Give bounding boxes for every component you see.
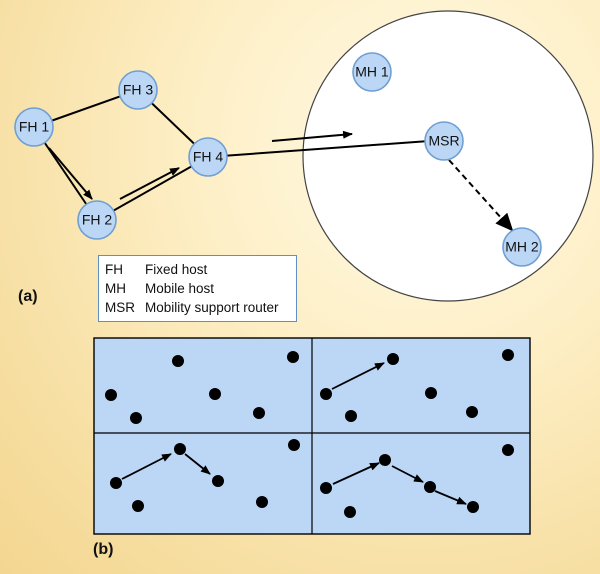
legend-row-msr: MSR Mobility support router — [105, 298, 296, 317]
host-dot — [466, 406, 478, 418]
route-arrow-fh4-msr — [271, 130, 353, 142]
node-fh4: FH 4 — [188, 137, 228, 177]
host-dot — [174, 443, 186, 455]
node-fh1: FH 1 — [14, 107, 54, 147]
host-dot — [467, 501, 479, 513]
quadrant-bottom-left — [110, 439, 300, 512]
legend-abbr: FH — [105, 262, 123, 277]
node-mh2: MH 2 — [502, 227, 542, 267]
quadrant-top-left — [105, 351, 299, 424]
link-fh4-msr — [207, 139, 444, 158]
host-dot — [320, 388, 332, 400]
host-dot — [502, 444, 514, 456]
legend-row-mh: MH Mobile host — [105, 279, 296, 298]
panel-b — [93, 337, 531, 535]
host-dot — [502, 349, 514, 361]
node-fh2: FH 2 — [77, 200, 117, 240]
movement-arrow — [332, 462, 380, 485]
legend: FH Fixed host MH Mobile host MSR Mobilit… — [98, 255, 297, 322]
node-fh4-label: FH 4 — [193, 149, 224, 165]
route-arrow-fh2-fh4 — [119, 167, 180, 200]
legend-meaning: Fixed host — [145, 262, 208, 277]
route-arrow-fh1-fh2 — [48, 147, 93, 200]
node-fh3-label: FH 3 — [123, 82, 154, 98]
host-dot — [345, 410, 357, 422]
link-fh2-fh4 — [96, 156, 209, 221]
node-fh3: FH 3 — [118, 70, 158, 110]
node-mh2-label: MH 2 — [505, 239, 539, 255]
host-dot — [287, 351, 299, 363]
quadrant-top-right — [320, 349, 514, 422]
host-dot — [253, 407, 265, 419]
legend-abbr: MSR — [105, 300, 135, 315]
movement-arrow — [391, 465, 424, 483]
host-dot — [110, 477, 122, 489]
quadrant-bottom-right — [320, 444, 514, 518]
host-dot — [379, 454, 391, 466]
movement-arrow — [121, 453, 172, 480]
legend-row-fh: FH Fixed host — [105, 260, 296, 279]
node-fh1-label: FH 1 — [19, 119, 50, 135]
node-fh2-label: FH 2 — [82, 212, 113, 228]
node-msr-label: MSR — [428, 133, 459, 149]
node-mh1: MH 1 — [352, 52, 392, 92]
host-dot — [288, 439, 300, 451]
panel-a: FH 1 FH 3 FH 2 FH 4 MH 1 MSR MH 2 — [14, 10, 594, 302]
host-dot — [132, 500, 144, 512]
legend-meaning: Mobility support router — [145, 300, 279, 315]
legend-abbr: MH — [105, 281, 126, 296]
host-dot — [425, 387, 437, 399]
host-dot — [320, 482, 332, 494]
node-mh1-label: MH 1 — [355, 64, 389, 80]
host-dot — [344, 506, 356, 518]
host-dot — [424, 481, 436, 493]
panel-b-label: (b) — [93, 541, 114, 558]
host-dot — [256, 496, 268, 508]
host-dot — [130, 412, 142, 424]
legend-meaning: Mobile host — [145, 281, 215, 296]
node-msr: MSR — [424, 121, 464, 161]
panel-a-label: (a) — [18, 288, 38, 305]
host-dot — [212, 475, 224, 487]
movement-arrow — [331, 362, 385, 390]
movement-arrow — [184, 453, 211, 475]
host-dot — [172, 355, 184, 367]
host-dot — [387, 353, 399, 365]
route-arrow-msr-mh2 — [448, 159, 514, 232]
host-dot — [209, 388, 221, 400]
host-dot — [105, 389, 117, 401]
movement-arrow — [434, 490, 467, 505]
